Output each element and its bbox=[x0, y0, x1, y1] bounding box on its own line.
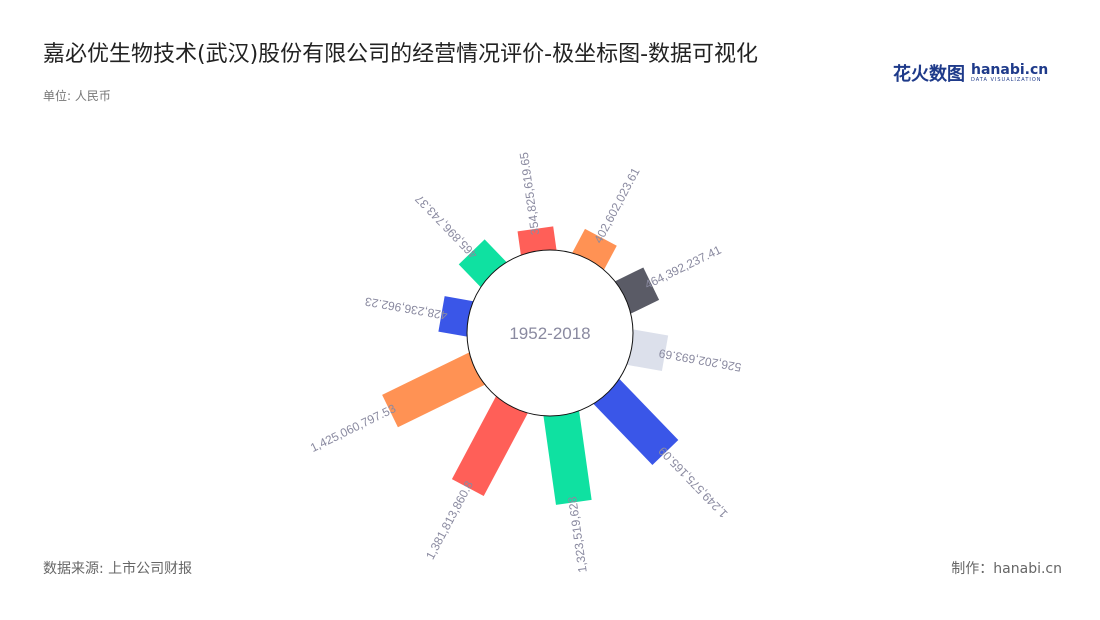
bar-group bbox=[458, 239, 507, 288]
data-label: 526,202,693.69 bbox=[657, 346, 742, 374]
bar-group bbox=[593, 378, 679, 465]
logo-en-block: hanabi.cn DATA VISUALIZATION bbox=[971, 63, 1048, 83]
bar-group bbox=[382, 352, 486, 428]
bar-group bbox=[438, 296, 474, 337]
bar-group bbox=[451, 396, 528, 497]
page-title: 嘉必优生物技术(武汉)股份有限公司的经营情况评价-极坐标图-数据可视化 bbox=[43, 42, 759, 67]
unit-label: 单位: 人民币 bbox=[43, 89, 111, 103]
center-label: 1952-2018 bbox=[509, 324, 590, 343]
data-label: 1,249,575,165.09 bbox=[655, 444, 730, 521]
data-label: 464,392,237.41 bbox=[642, 243, 723, 292]
maker-credit: 制作：hanabi.cn bbox=[951, 561, 1062, 577]
bar[interactable] bbox=[458, 239, 507, 288]
bar[interactable] bbox=[626, 329, 669, 372]
bar[interactable] bbox=[451, 396, 528, 497]
bar-group bbox=[543, 410, 592, 505]
bar[interactable] bbox=[543, 410, 592, 505]
logo-cn: 花火数图 bbox=[893, 64, 965, 85]
bar-group bbox=[572, 228, 617, 270]
hanabi-logo: 花火数图 hanabi.cn DATA VISUALIZATION bbox=[893, 60, 1048, 86]
data-label: 1,381,813,860.8 bbox=[423, 478, 476, 561]
bar[interactable] bbox=[438, 296, 474, 337]
data-label: 465,896,743.37 bbox=[412, 192, 480, 262]
data-label: 402,602,023.61 bbox=[591, 165, 643, 246]
bar-group bbox=[517, 226, 557, 256]
bar[interactable] bbox=[593, 378, 679, 465]
bar[interactable] bbox=[572, 228, 617, 270]
bar-group bbox=[626, 329, 669, 372]
logo-tagline: DATA VISUALIZATION bbox=[971, 77, 1042, 83]
center-circle bbox=[466, 249, 634, 417]
logo-en: hanabi.cn bbox=[971, 62, 1049, 78]
data-label: 1,425,060,797.53 bbox=[308, 401, 398, 455]
bar[interactable] bbox=[517, 226, 557, 256]
bar[interactable] bbox=[382, 352, 486, 428]
data-label: 1,323,519,628 bbox=[565, 495, 590, 573]
data-label: 428,236,962.23 bbox=[364, 294, 449, 322]
data-label: 354,825,619.65 bbox=[517, 151, 543, 236]
data-source: 数据来源: 上市公司财报 bbox=[43, 561, 193, 577]
